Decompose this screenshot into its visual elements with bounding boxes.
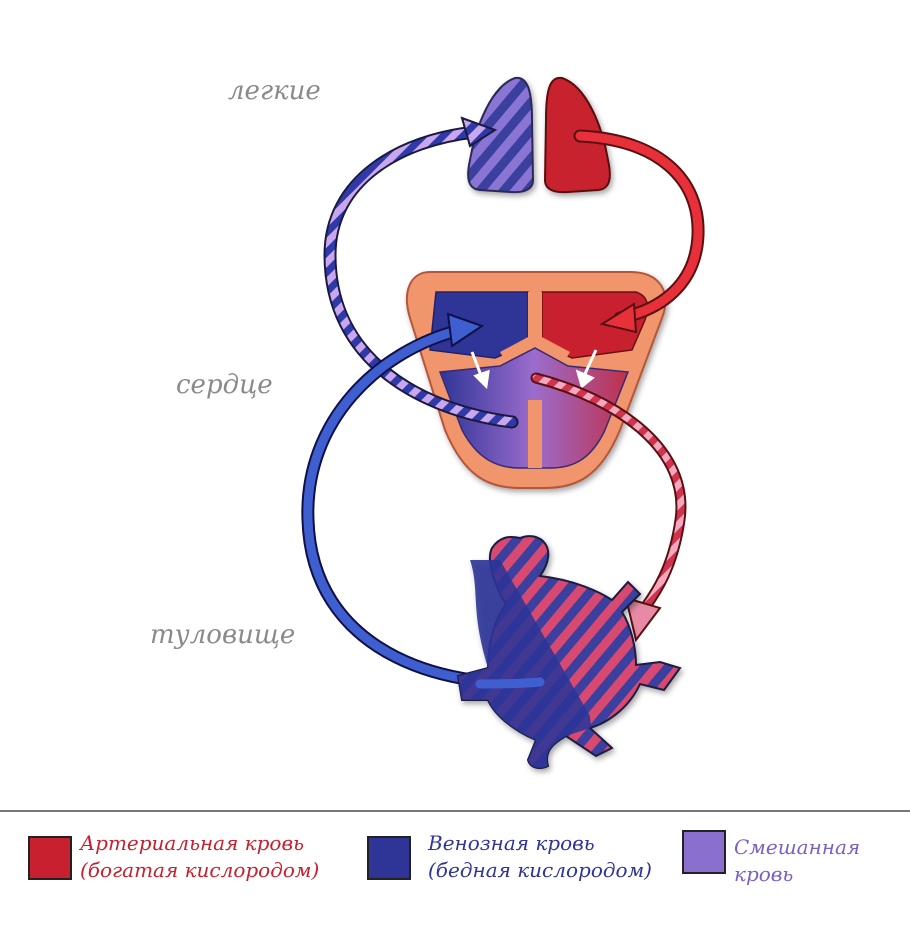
legend-swatch-mixed bbox=[682, 830, 726, 874]
valve-right bbox=[535, 336, 570, 362]
legend-arterial-line1: Артериальная кровь bbox=[80, 831, 304, 855]
legend-mixed-line2: кровь bbox=[734, 862, 794, 886]
heart-flow-arrows bbox=[470, 349, 598, 390]
turtle-venous-half bbox=[458, 560, 591, 768]
legend-mixed: Смешанная кровь bbox=[734, 834, 860, 888]
legend-arterial-line2: (богатая кислородом) bbox=[80, 858, 320, 882]
legend-venous: Венозная кровь (бедная кислородом) bbox=[428, 830, 652, 884]
label-lungs: легкие bbox=[228, 76, 321, 106]
label-heart: сердце bbox=[176, 370, 273, 400]
legend-divider bbox=[0, 810, 910, 812]
arrowhead-to-body bbox=[624, 596, 662, 643]
legend-swatch-venous bbox=[367, 836, 411, 880]
legend-arterial: Артериальная кровь (богатая кислородом) bbox=[80, 830, 319, 884]
legend-venous-line2: (бедная кислородом) bbox=[428, 858, 652, 882]
left-lung-mixed bbox=[467, 76, 535, 194]
legend-swatch-arterial bbox=[28, 836, 72, 880]
legend-venous-line1: Венозная кровь bbox=[428, 831, 595, 855]
valve-left bbox=[500, 336, 535, 362]
label-body: туловище bbox=[150, 620, 296, 650]
arrowhead-to-atrium bbox=[446, 312, 485, 348]
arrowhead-to-heart bbox=[599, 302, 638, 334]
legend-mixed-line1: Смешанная bbox=[734, 835, 861, 859]
ventricle-septum bbox=[528, 400, 542, 468]
arrowhead-to-lungs bbox=[460, 116, 498, 148]
septum-top bbox=[528, 292, 542, 340]
turtle-body bbox=[456, 535, 682, 769]
